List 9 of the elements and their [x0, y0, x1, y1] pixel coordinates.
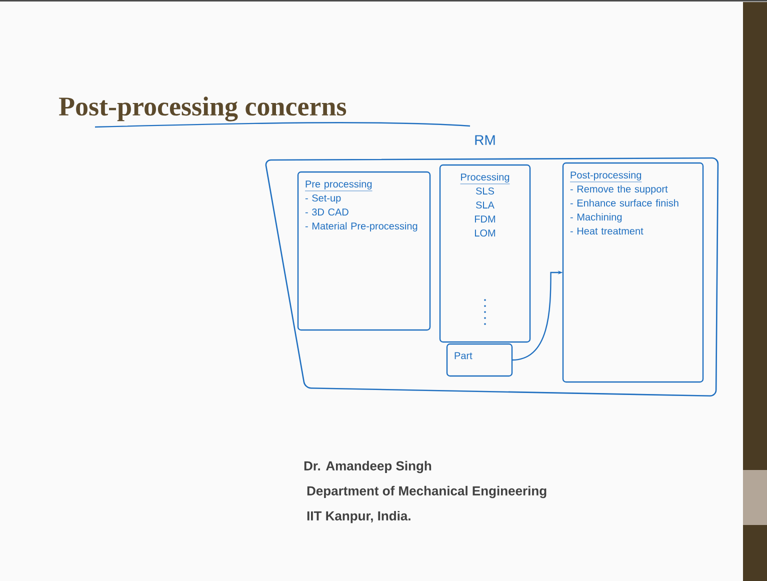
box-heading: RM — [475, 135, 495, 145]
list-box: Pre processing - Set-up - 3D CAD - Material Pre-processing — [297, 171, 431, 331]
list-box: Processing SLS SLA FDM LOM — [439, 164, 531, 343]
author-line: Department of Mechanical Engineering — [307, 486, 546, 498]
author-line: Dr. Amandeep Singh — [304, 460, 432, 474]
title: Post-processing concerns — [59, 96, 346, 122]
part-box: Part — [446, 343, 513, 377]
list-box: Post-processing - Remove the support - Enhance surface finish - Machining - Heat treatment — [562, 162, 704, 383]
author-line: IIT Kanpur, India. — [307, 510, 410, 524]
